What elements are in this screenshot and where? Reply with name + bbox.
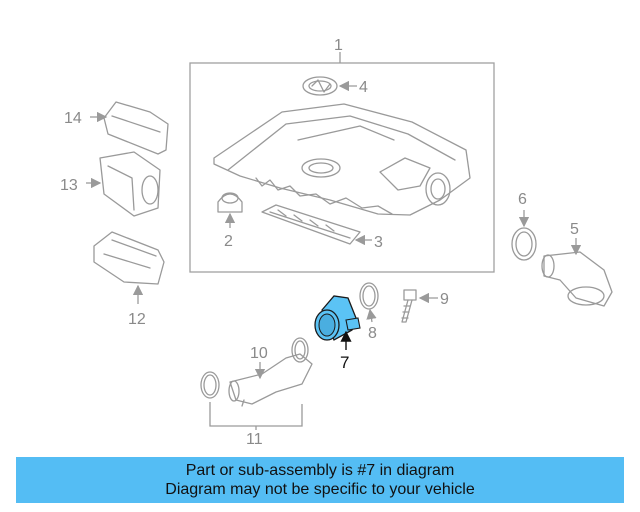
filter-part-3 xyxy=(261,204,361,245)
callout-11[interactable]: 11 xyxy=(246,431,263,448)
callout-2[interactable]: 2 xyxy=(224,233,233,250)
leader-11 xyxy=(209,402,303,427)
clamp-part-11-left xyxy=(200,371,220,399)
callout-14[interactable]: 14 xyxy=(64,110,82,127)
callout-10[interactable]: 10 xyxy=(250,345,268,362)
notice-line-2: Diagram may not be specific to your vehi… xyxy=(165,481,475,498)
clamp-part-6 xyxy=(511,227,537,261)
callout-12[interactable]: 12 xyxy=(128,311,146,328)
callout-4[interactable]: 4 xyxy=(359,79,368,96)
engine-cover xyxy=(213,103,471,216)
callout-5[interactable]: 5 xyxy=(570,221,579,238)
assembly-box xyxy=(189,62,495,273)
callout-7[interactable]: 7 xyxy=(340,353,349,372)
housing-part-13 xyxy=(99,151,161,217)
leader-8 xyxy=(366,308,377,323)
cover-part-14 xyxy=(103,101,169,155)
notice-line-1: Part or sub-assembly is #7 in diagram xyxy=(185,462,455,479)
duct-part-12 xyxy=(93,231,165,285)
notice-banner: Part or sub-assembly is #7 in diagram Di… xyxy=(16,457,624,503)
hose-part-5 xyxy=(541,251,613,307)
callout-13[interactable]: 13 xyxy=(60,177,78,194)
callout-6[interactable]: 6 xyxy=(518,191,527,208)
callout-9[interactable]: 9 xyxy=(440,291,449,308)
callout-1[interactable]: 1 xyxy=(334,37,343,54)
seal-part-8 xyxy=(359,282,379,310)
callout-8[interactable]: 8 xyxy=(368,325,377,342)
grommet-part-2 xyxy=(217,192,243,213)
pipe-part-10 xyxy=(228,353,313,407)
callout-3[interactable]: 3 xyxy=(374,234,383,251)
emblem-part-4 xyxy=(302,76,338,96)
clamp-part-11-right xyxy=(291,337,309,363)
bolt-part-9 xyxy=(401,289,417,323)
sensor-part-7-highlighted[interactable] xyxy=(314,295,361,341)
